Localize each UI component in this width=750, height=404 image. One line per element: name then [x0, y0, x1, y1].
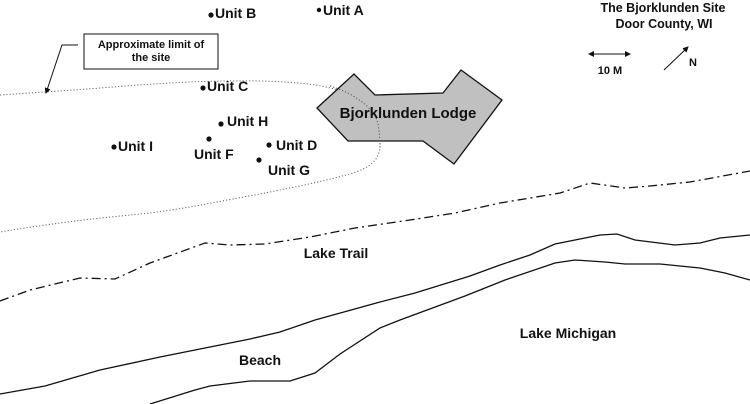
unit-label: Unit D: [276, 137, 317, 153]
unit-i: Unit I: [111, 138, 153, 154]
unit-label: Unit F: [194, 146, 234, 162]
annotation-line2: the site: [132, 52, 171, 64]
unit-marker: [316, 7, 322, 13]
unit-marker: [206, 136, 212, 142]
shoreline-lower: [149, 259, 750, 404]
map-title-line1: The Bjorklunden Site: [600, 1, 725, 15]
unit-marker: [111, 144, 117, 150]
annotation-box: [83, 33, 219, 70]
beach-label: Beach: [239, 352, 281, 368]
unit-marker: [256, 157, 262, 163]
unit-f: Unit F: [194, 136, 234, 162]
unit-c: Unit C: [200, 78, 248, 94]
scale-bar-label: 10 M: [598, 65, 622, 77]
unit-g: Unit G: [256, 157, 310, 178]
unit-label: Unit I: [118, 138, 153, 154]
annotation-arrow: [44, 44, 78, 94]
lake-trail-line: [0, 170, 750, 302]
lodge-label: Bjorklunden Lodge: [340, 105, 477, 122]
unit-b: Unit B: [208, 5, 256, 21]
annotation-line1: Approximate limit of: [98, 39, 205, 51]
unit-marker: [208, 12, 214, 18]
unit-label: Unit G: [268, 162, 310, 178]
unit-label: Unit H: [227, 113, 268, 129]
lake-michigan-label: Lake Michigan: [520, 325, 616, 341]
lodge-building: [316, 69, 503, 165]
unit-h: Unit H: [218, 113, 268, 129]
unit-marker: [200, 85, 206, 91]
unit-a: Unit A: [316, 2, 364, 18]
unit-label: Unit C: [207, 78, 248, 94]
unit-label: Unit A: [323, 2, 364, 18]
north-label: N: [689, 57, 697, 69]
lake-trail-label: Lake Trail: [304, 245, 369, 261]
north-arrow-icon: [663, 46, 689, 71]
map-title-line2: Door County, WI: [616, 17, 713, 31]
unit-marker: [218, 121, 224, 127]
site-limit-boundary: [0, 80, 381, 233]
unit-label: Unit B: [215, 5, 256, 21]
unit-d: Unit D: [266, 137, 317, 153]
unit-marker: [266, 142, 272, 148]
shoreline-upper: [0, 233, 750, 395]
